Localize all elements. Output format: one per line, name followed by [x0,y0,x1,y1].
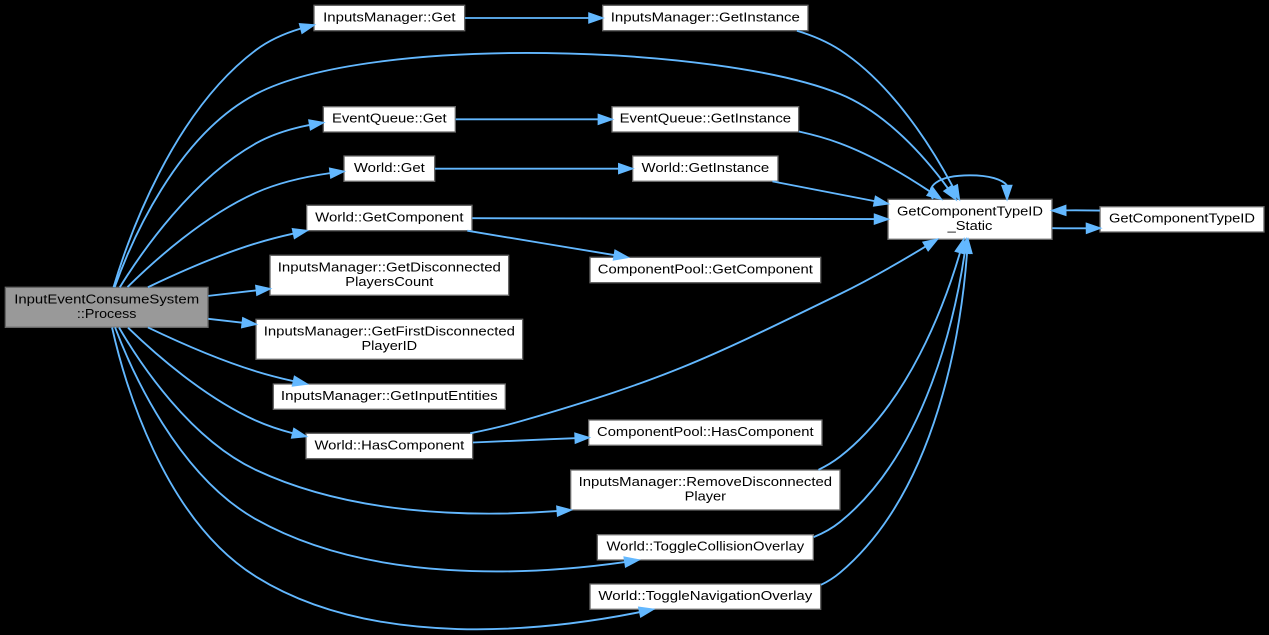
svg-text:World::GetComponent: World::GetComponent [315,209,464,224]
svg-text:InputsManager::GetInputEntitie: InputsManager::GetInputEntities [281,388,498,403]
svg-text:InputsManager::GetFirstDisconn: InputsManager::GetFirstDisconnected [264,323,515,338]
svg-text:World::ToggleNavigationOverlay: World::ToggleNavigationOverlay [598,588,812,603]
svg-text:World::ToggleCollisionOverlay: World::ToggleCollisionOverlay [606,539,804,554]
svg-text:EventQueue::Get: EventQueue::Get [332,111,447,126]
svg-text:PlayersCount: PlayersCount [345,274,433,289]
svg-text:InputsManager::GetInstance: InputsManager::GetInstance [611,9,800,24]
svg-text:InputsManager::Get: InputsManager::Get [323,9,456,24]
svg-text:InputsManager::RemoveDisconnec: InputsManager::RemoveDisconnected [579,474,833,489]
svg-text:::Process: ::Process [77,306,137,321]
svg-text:_Static: _Static [947,218,993,233]
svg-text:World::GetInstance: World::GetInstance [641,160,769,175]
svg-text:ComponentPool::GetComponent: ComponentPool::GetComponent [598,261,813,276]
svg-text:InputsManager::GetDisconnected: InputsManager::GetDisconnected [278,259,501,274]
svg-text:Player: Player [685,489,727,504]
svg-text:GetComponentTypeID: GetComponentTypeID [1109,211,1255,226]
svg-text:InputEventConsumeSystem: InputEventConsumeSystem [14,291,199,306]
svg-text:World::HasComponent: World::HasComponent [314,437,464,452]
svg-text:GetComponentTypeID: GetComponentTypeID [897,203,1043,218]
svg-text:EventQueue::GetInstance: EventQueue::GetInstance [620,111,791,126]
svg-text:World::Get: World::Get [354,160,425,175]
svg-text:PlayerID: PlayerID [361,338,417,353]
svg-text:ComponentPool::HasComponent: ComponentPool::HasComponent [597,424,814,439]
